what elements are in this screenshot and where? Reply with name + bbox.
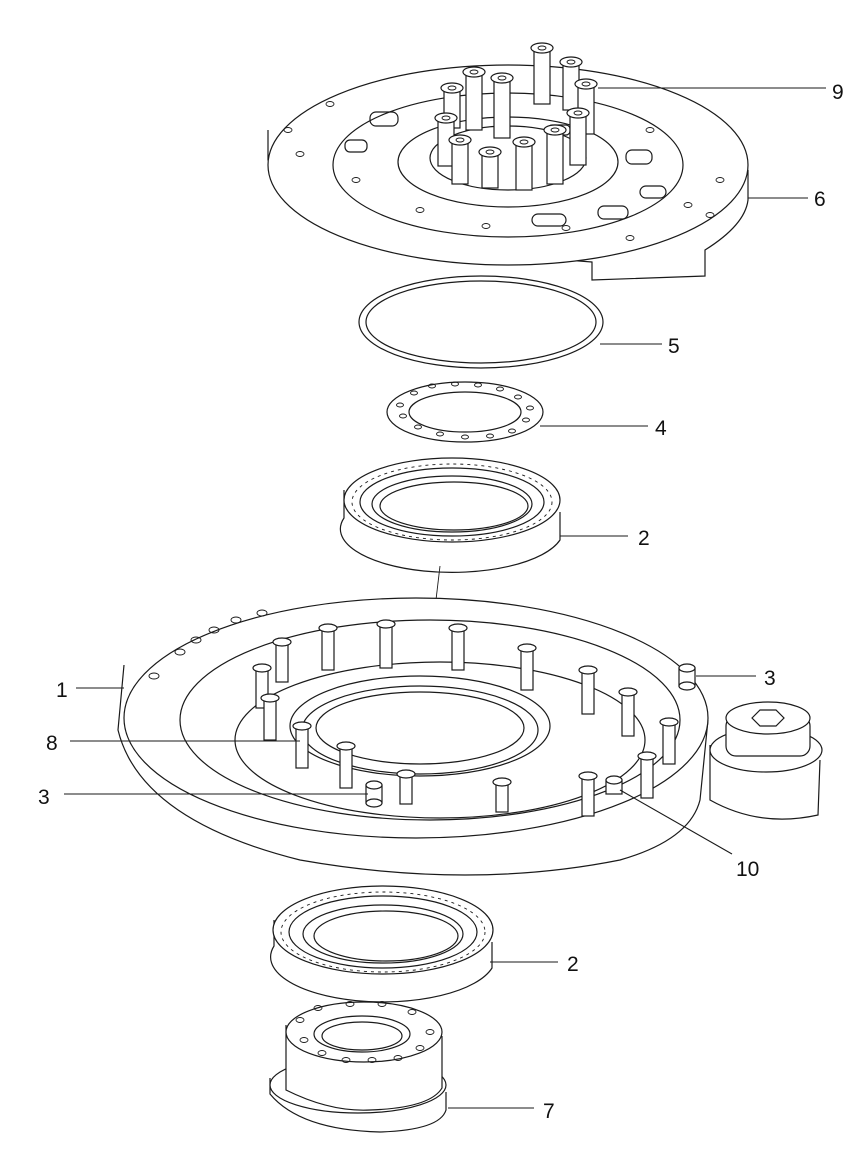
label-5: 5 [668,335,680,358]
label-9: 9 [832,81,844,104]
label-1: 1 [56,679,68,702]
label-2b: 2 [567,953,579,976]
part-3-pins [365,663,696,808]
label-3b: 3 [38,786,50,809]
label-10: 10 [736,858,759,881]
part-8-housing-screws [252,619,679,817]
part-10-pin [605,775,623,795]
part-2-bearing-upper [339,457,561,574]
part-7-hub [269,1001,447,1133]
part-5-o-ring [358,275,604,369]
label-7: 7 [543,1100,555,1123]
label-3a: 3 [764,667,776,690]
label-8: 8 [46,732,58,755]
label-4: 4 [655,417,667,440]
part-9-screws [434,42,598,191]
label-6: 6 [814,188,826,211]
leader-10 [619,789,733,855]
label-2a: 2 [638,527,650,550]
part-4-washer [386,381,544,443]
callout-labels: 9 6 5 4 2 1 3 8 3 10 2 7 [38,81,844,1123]
part-6-top-flange [267,64,749,281]
part-2-bearing-lower [269,885,494,1003]
leader-lines [64,87,826,1109]
part-1-housing [117,597,823,876]
